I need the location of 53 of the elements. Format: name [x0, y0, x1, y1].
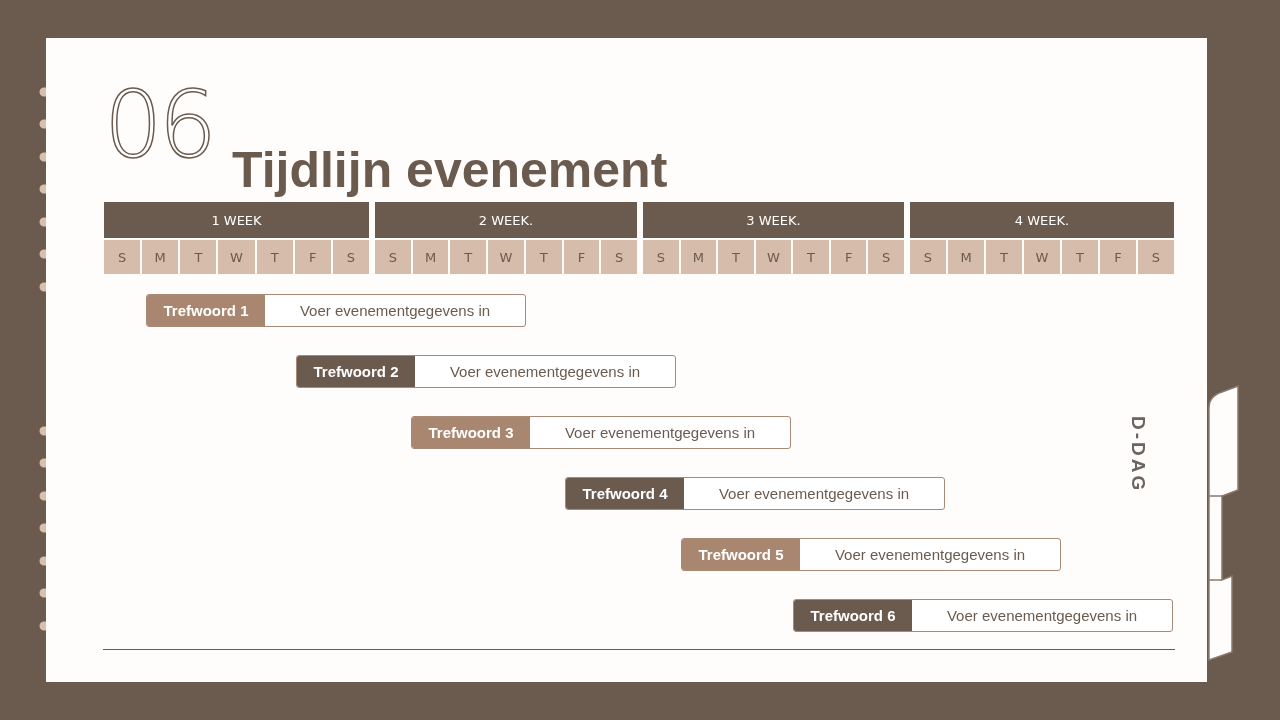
day-cell: M: [680, 240, 717, 274]
day-cell: T: [793, 240, 829, 274]
detail-text: Voer evenementgegevens in: [945, 606, 1139, 626]
day-cell: F: [1100, 240, 1136, 274]
day-cell: W: [218, 240, 255, 274]
week-header: 3 WEEK.: [643, 202, 904, 238]
detail-text: Voer evenementgegevens in: [833, 545, 1027, 565]
keyword-label: Trefwoord 6: [794, 600, 912, 631]
detail-text: Voer evenementgegevens in: [298, 301, 492, 321]
day-cell: T: [180, 240, 217, 274]
timeline-bar: [296, 355, 676, 388]
day-cell: F: [830, 240, 867, 274]
day-cell: F: [563, 240, 600, 274]
timeline-bar: [146, 294, 526, 327]
week-header: 2 WEEK.: [375, 202, 637, 238]
detail-text: Voer evenementgegevens in: [563, 423, 757, 443]
day-cell: W: [488, 240, 524, 274]
timeline-bar: [681, 538, 1061, 571]
day-cell: S: [104, 240, 141, 274]
detail-text: Voer evenementgegevens in: [448, 362, 642, 382]
day-cell: T: [256, 240, 293, 274]
day-cell: T: [718, 240, 754, 274]
keyword-label: Trefwoord 2: [297, 356, 415, 387]
keyword-label: Trefwoord 4: [566, 478, 684, 509]
week-header: 1 WEEK: [104, 202, 369, 238]
day-cell: W: [1024, 240, 1060, 274]
timeline-bar: [411, 416, 791, 449]
title: Tijdlijn evenement: [232, 141, 668, 200]
section-number: 06: [104, 76, 214, 176]
timeline-bar: [793, 599, 1173, 632]
day-cell: F: [294, 240, 331, 274]
day-cell: S: [601, 240, 637, 274]
day-cell: M: [142, 240, 179, 274]
day-cell: M: [412, 240, 449, 274]
timeline-bar: [565, 477, 945, 510]
day-cell: S: [1138, 240, 1174, 274]
day-cell: W: [755, 240, 792, 274]
day-cell: M: [948, 240, 984, 274]
day-cell: S: [910, 240, 946, 274]
side-label: D-DAG: [1127, 416, 1149, 496]
keyword-label: Trefwoord 1: [147, 295, 265, 326]
day-cell: T: [1062, 240, 1098, 274]
day-cell: T: [450, 240, 487, 274]
day-cell: T: [986, 240, 1022, 274]
day-cell: S: [375, 240, 411, 274]
detail-text: Voer evenementgegevens in: [717, 484, 911, 504]
week-header: 4 WEEK.: [910, 202, 1174, 238]
keyword-label: Trefwoord 3: [412, 417, 530, 448]
day-cell: S: [868, 240, 904, 274]
day-cell: S: [643, 240, 679, 274]
day-cell: T: [525, 240, 562, 274]
keyword-label: Trefwoord 5: [682, 539, 800, 570]
day-cell: S: [332, 240, 369, 274]
